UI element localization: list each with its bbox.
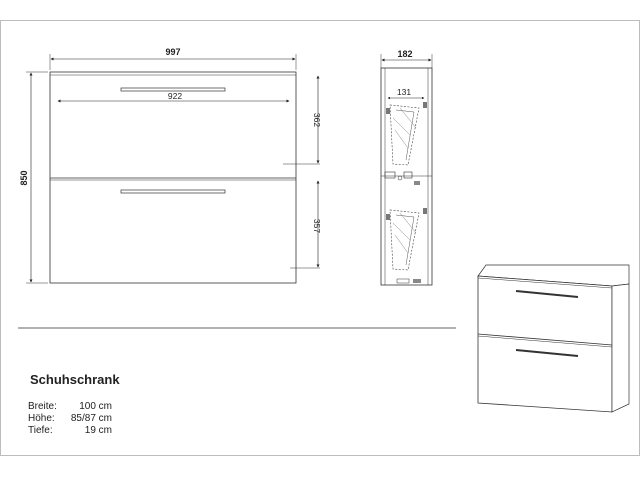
side-view: 182 131: [380, 49, 433, 286]
height-total-label: 850: [19, 170, 29, 185]
front-view: 997 922 850 362 357: [19, 47, 322, 284]
bottom-drawer-height-label: 357: [312, 219, 322, 233]
inner-width-label: 922: [168, 91, 182, 101]
width-total-label: 997: [165, 47, 180, 57]
cabinet-side-outline: [380, 67, 433, 286]
depth-total-label: 182: [397, 49, 412, 59]
spec-list: Breite: 100 cm Höhe: 85/87 cm Tiefe: 19 …: [28, 401, 112, 437]
spec-label: Tiefe:: [28, 425, 53, 436]
product-title: Schuhschrank: [30, 372, 120, 387]
spec-width-row: Breite: 100 cm: [28, 401, 112, 413]
perspective-bottom-handle: [515, 349, 579, 357]
cabinet-side-face: [611, 283, 630, 413]
inner-depth-label: 131: [397, 87, 411, 97]
spec-label: Breite:: [28, 401, 57, 412]
perspective-view: [477, 264, 630, 413]
spec-value: 19 cm: [84, 425, 112, 436]
cabinet-front-face: [477, 275, 613, 413]
spec-label: Höhe:: [28, 413, 55, 424]
spec-height-row: Höhe: 85/87 cm: [28, 413, 112, 425]
top-drawer-height-label: 362: [312, 113, 322, 127]
cabinet-front-outline: [49, 71, 297, 284]
perspective-top-handle: [515, 290, 579, 298]
bottom-drawer-handle: [120, 189, 226, 194]
spec-value: 100 cm: [79, 401, 112, 412]
spec-value: 85/87 cm: [70, 413, 112, 424]
spec-depth-row: Tiefe: 19 cm: [28, 425, 112, 437]
top-drawer-handle: [120, 87, 226, 92]
